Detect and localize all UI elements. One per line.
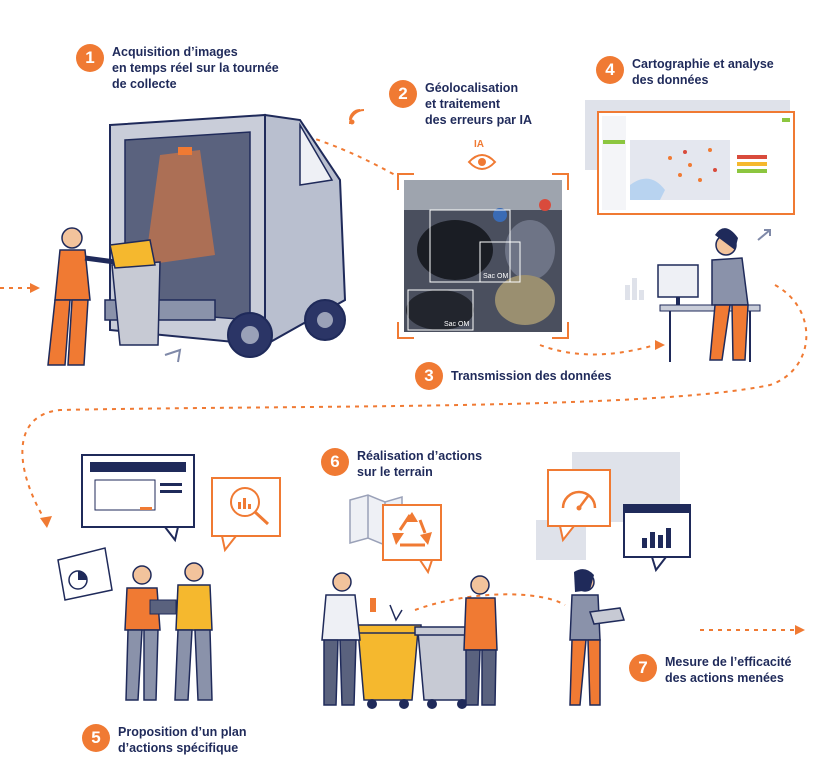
detection-label: Sac OM — [483, 273, 509, 280]
detection-label: Sac OM — [444, 321, 470, 328]
arrow-up-right-icon — [757, 229, 771, 241]
wheelie-bin-grey-small — [109, 239, 161, 346]
step-number-badge: 6 — [321, 448, 349, 476]
step-number-badge: 7 — [629, 654, 657, 682]
report-sheets — [57, 547, 113, 601]
step-number-badge: 4 — [596, 56, 624, 84]
measurement-scene — [536, 452, 691, 706]
wifi-icon — [349, 109, 365, 125]
recycle-icon — [392, 512, 432, 547]
photo-frame-corners — [397, 173, 569, 339]
field-action-scene — [321, 494, 498, 709]
map-dashboard — [585, 100, 795, 215]
waste-photo — [404, 180, 562, 332]
analyst-desk — [625, 228, 761, 362]
step-3: 3 Transmission des données — [415, 362, 611, 390]
bar-chart-icon — [642, 528, 671, 548]
step-number-badge: 3 — [415, 362, 443, 390]
truck-worker — [47, 227, 116, 366]
action-plan-scene — [57, 454, 281, 701]
step-number-badge: 2 — [389, 80, 417, 108]
step-number-badge: 1 — [76, 44, 104, 72]
gauge-icon — [561, 490, 597, 511]
step-number-badge: 5 — [82, 724, 110, 752]
magnifier-chart-icon — [230, 487, 270, 526]
arrow-small-icon — [164, 348, 182, 363]
step-label: Transmission des données — [451, 369, 612, 383]
eye-icon — [467, 154, 497, 170]
bar-chart-bg-icon — [625, 278, 644, 300]
ia-label: IA — [474, 139, 484, 150]
